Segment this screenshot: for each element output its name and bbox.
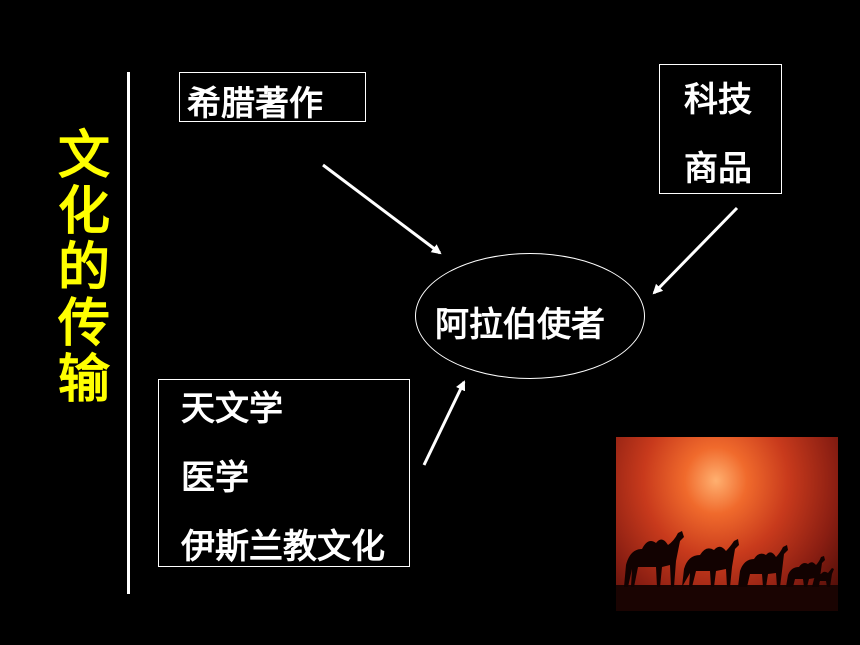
arrow-sci-to-center xyxy=(422,380,466,466)
camel-caravan-photo xyxy=(616,437,838,611)
center-ellipse xyxy=(415,253,645,379)
arab-envoy-label: 阿拉伯使者 xyxy=(435,305,605,345)
camel-silhouette-icon xyxy=(616,531,838,611)
greek-works-box xyxy=(179,72,366,122)
vertical-divider xyxy=(127,72,130,594)
title-char: 文 xyxy=(57,126,110,186)
greek-works-label: 希腊著作 xyxy=(187,84,323,124)
arrow-greek-to-center xyxy=(322,163,442,255)
medicine-label: 医学 xyxy=(181,458,249,498)
title-char: 输 xyxy=(57,350,110,410)
astronomy-label: 天文学 xyxy=(181,389,283,429)
goods-label: 商品 xyxy=(684,149,752,189)
vertical-title: 文 化 的 传 输 xyxy=(48,128,120,408)
tech-label: 科技 xyxy=(684,80,752,120)
arrow-tech-to-center xyxy=(652,206,739,295)
title-char: 的 xyxy=(57,238,110,298)
sciences-box xyxy=(158,379,410,567)
islam-culture-label: 伊斯兰教文化 xyxy=(181,527,385,567)
title-char: 化 xyxy=(57,182,110,242)
tech-goods-box xyxy=(659,64,782,194)
title-char: 传 xyxy=(57,294,110,354)
